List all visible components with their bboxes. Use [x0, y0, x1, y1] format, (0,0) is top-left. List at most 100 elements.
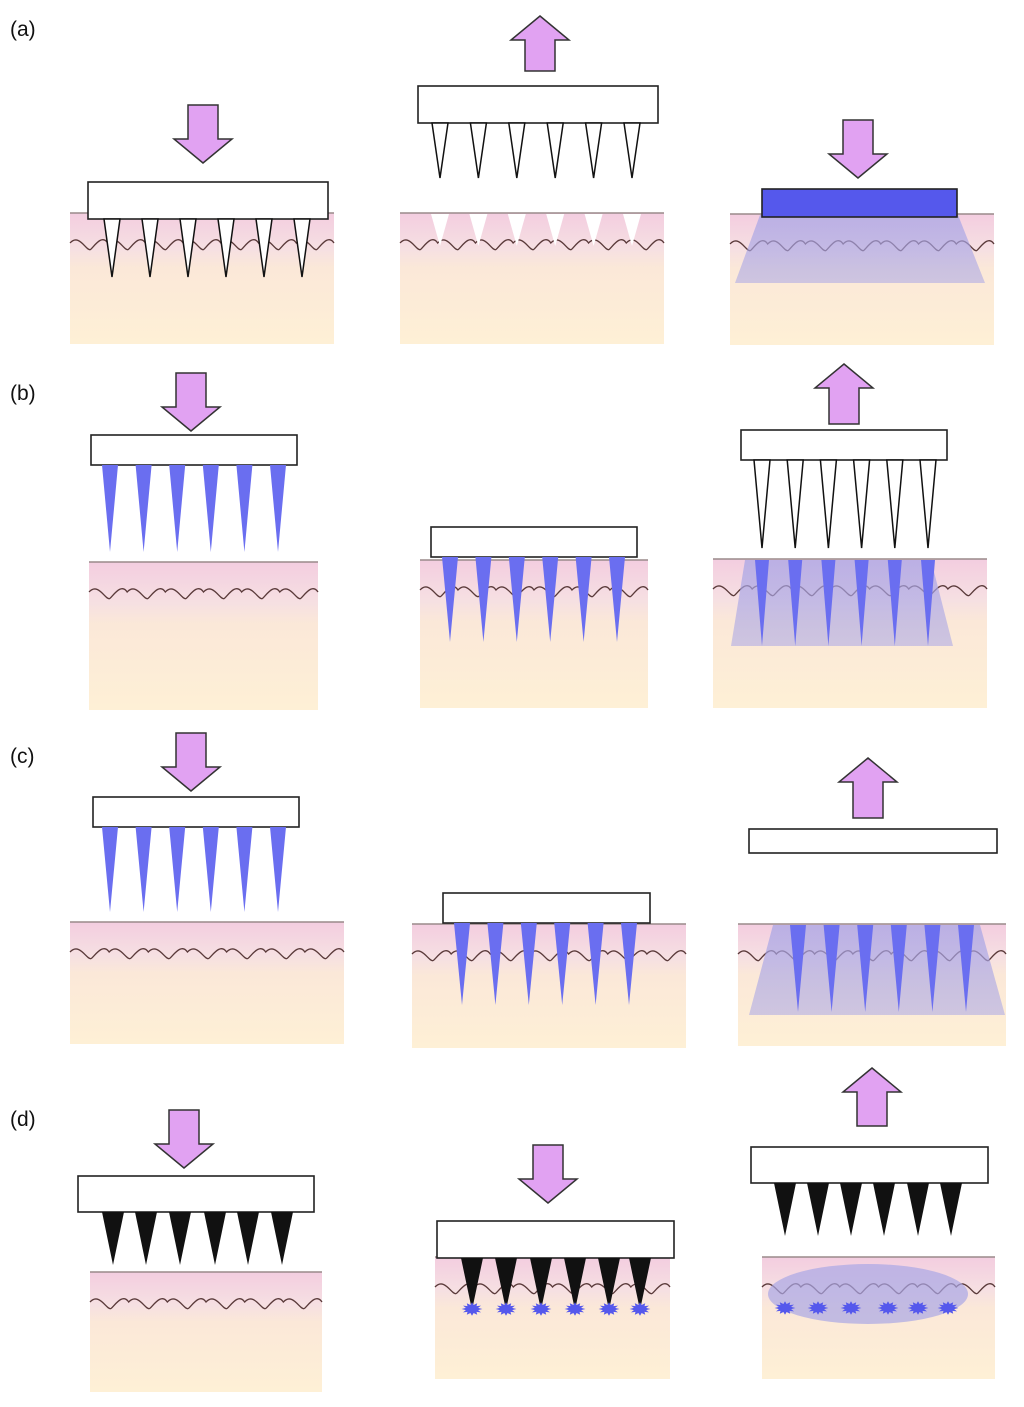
needle-3	[508, 557, 525, 642]
needle-6	[629, 1258, 651, 1310]
needle-5	[924, 925, 941, 1012]
needle-6	[609, 557, 625, 642]
skin-a2	[399, 212, 665, 344]
needle-6	[940, 1183, 962, 1236]
skin-block	[70, 922, 344, 1044]
row-label-b: (b)	[10, 382, 36, 405]
needle-4	[564, 1258, 586, 1310]
drug-depot-1	[461, 1302, 483, 1316]
needle-4	[204, 1212, 226, 1265]
needle-1	[790, 925, 806, 1012]
microchannel-4	[546, 214, 565, 246]
microchannel-1	[431, 214, 449, 246]
drug-diffusion-c3	[749, 925, 1005, 1015]
needle-3	[169, 465, 186, 552]
needle-5	[236, 827, 253, 912]
needle-2	[487, 923, 504, 1005]
backing-b1	[90, 434, 298, 466]
drug-released-b3	[755, 560, 935, 646]
needle-4	[542, 557, 559, 642]
needle-4	[546, 122, 565, 179]
backing-c1	[92, 796, 300, 828]
needle-2	[141, 218, 159, 278]
needle-3	[840, 1183, 862, 1236]
needle-2	[495, 1258, 517, 1310]
backing-b3	[740, 429, 948, 461]
dissolving-needles-c1	[102, 827, 286, 912]
needle-1	[431, 122, 449, 179]
needle-1	[755, 560, 769, 646]
backing-d1	[77, 1175, 315, 1213]
drug-depots-d2	[461, 1302, 651, 1316]
backing-b2	[430, 526, 638, 558]
microchannel-2	[469, 214, 488, 246]
needle-5	[907, 1183, 929, 1236]
drug-diffusion-d3	[768, 1264, 968, 1324]
arrow-down-c1	[159, 732, 223, 792]
needle-1	[753, 459, 771, 549]
drug-depot-1	[774, 1301, 796, 1315]
needle-2	[475, 557, 492, 642]
backing-c2	[442, 892, 651, 924]
needle-6	[270, 465, 286, 552]
drug-depot-3	[840, 1301, 862, 1315]
needle-4	[873, 1183, 895, 1236]
skin-block	[420, 560, 648, 708]
needle-2	[807, 1183, 829, 1236]
needle-4	[202, 827, 219, 912]
needle-1	[102, 1212, 124, 1265]
drug-depot-6	[937, 1301, 959, 1315]
needle-3	[179, 218, 197, 278]
needle-3	[857, 925, 874, 1012]
needle-3	[169, 827, 186, 912]
drug-depot-2	[807, 1301, 829, 1315]
drug-patch-a3	[761, 188, 958, 218]
skin-block	[90, 1272, 322, 1392]
skin-block	[89, 562, 318, 710]
needle-4	[202, 465, 219, 552]
needle-6	[621, 923, 637, 1005]
needle-3	[507, 122, 526, 179]
needle-3	[821, 560, 836, 646]
epidermis-boundary	[89, 1298, 323, 1310]
coated-needles-b2	[442, 557, 625, 642]
needle-2	[788, 560, 803, 646]
arrow-up-c3	[836, 757, 900, 819]
needle-5	[237, 1212, 259, 1265]
solid-needles-a1	[103, 218, 311, 278]
dissolving-needles-c3	[790, 925, 974, 1012]
needle-2	[135, 827, 152, 912]
drug-depot-3	[530, 1302, 552, 1316]
dissolving-needles-c2	[454, 923, 637, 1005]
skin-b2	[419, 559, 649, 708]
drug-depot-5	[598, 1302, 620, 1316]
drug-diffusion-a3	[735, 215, 985, 283]
backing-a2	[417, 85, 659, 124]
skin-block	[412, 924, 686, 1048]
needle-6	[623, 122, 641, 179]
skin-block	[400, 213, 664, 344]
needle-2	[469, 122, 488, 179]
epidermis-boundary	[88, 588, 319, 600]
needle-6	[958, 925, 974, 1012]
epidermis-boundary	[69, 948, 345, 960]
arrow-up-b3	[812, 363, 876, 425]
row-label-a: (a)	[10, 18, 36, 41]
needle-6	[919, 459, 937, 549]
hollow-needles-d2	[461, 1258, 651, 1310]
needle-4	[852, 459, 871, 549]
hollow-needles-d1	[102, 1212, 293, 1265]
needle-4	[554, 923, 571, 1005]
needle-3	[530, 1258, 552, 1310]
coated-needles-b1	[102, 465, 286, 552]
needle-3	[819, 459, 838, 549]
microchannel-3	[507, 214, 526, 246]
microchannel-6	[623, 214, 641, 246]
skin-c2	[411, 923, 687, 1048]
needle-4	[217, 218, 235, 278]
needle-1	[774, 1183, 796, 1236]
needle-6	[921, 560, 935, 646]
needle-2	[786, 459, 805, 549]
row-label-d: (d)	[10, 1108, 36, 1131]
